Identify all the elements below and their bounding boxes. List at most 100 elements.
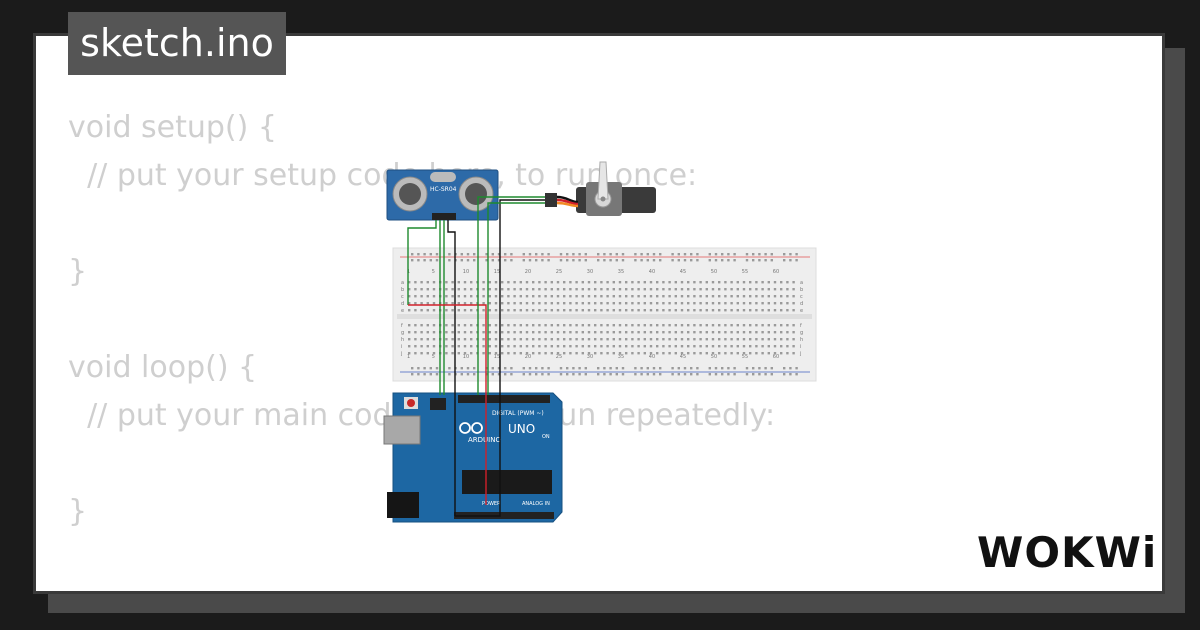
breadboard-hole: [420, 345, 423, 348]
breadboard-hole: [724, 345, 727, 348]
breadboard-hole: [767, 302, 770, 305]
breadboard-hole: [718, 352, 721, 355]
breadboard-hole: [730, 345, 733, 348]
breadboard-hole: [488, 281, 491, 284]
breadboard-hole: [581, 324, 584, 327]
breadboard-hole: [525, 352, 529, 355]
breadboard-hole: [736, 352, 739, 355]
breadboard-hole: [581, 302, 584, 305]
breadboard-hole: [714, 367, 718, 370]
breadboard-hole: [677, 367, 680, 370]
breadboard-hole: [513, 331, 516, 334]
breadboard-hole: [767, 281, 770, 284]
breadboard-hole: [501, 324, 504, 327]
breadboard-hole: [786, 338, 789, 341]
breadboard-hole: [606, 345, 609, 348]
breadboard-hole: [773, 309, 777, 312]
breadboard-hole: [408, 288, 411, 291]
breadboard-hole: [513, 302, 516, 305]
breadboard-hole: [733, 373, 736, 376]
breadboard-hole: [513, 288, 516, 291]
breadboard-hole: [687, 281, 690, 284]
breadboard-hole: [708, 253, 711, 256]
breadboard-row-label: e: [401, 308, 404, 314]
breadboard-hole: [671, 259, 674, 262]
breadboard-hole: [414, 302, 417, 305]
breadboard-hole: [559, 373, 563, 376]
breadboard-column-label: 10: [463, 269, 469, 275]
breadboard-hole: [538, 352, 541, 355]
sensor-label: HC-SR04: [430, 186, 457, 193]
breadboard-hole: [677, 373, 680, 376]
power-analog-header: [454, 512, 554, 519]
breadboard-column-label: 20: [525, 269, 531, 275]
breadboard-hole: [408, 324, 411, 327]
breadboard-hole: [687, 295, 690, 298]
breadboard-hole: [671, 373, 674, 376]
breadboard-hole: [625, 331, 628, 334]
breadboard-hole: [736, 338, 739, 341]
breadboard-hole: [705, 309, 708, 312]
breadboard-hole: [563, 345, 566, 348]
breadboard-hole: [711, 331, 715, 334]
breadboard-hole: [612, 302, 615, 305]
breadboard-hole: [690, 373, 693, 376]
breadboard-hole: [597, 367, 600, 370]
breadboard-row-label: i: [800, 344, 801, 350]
breadboard-hole: [618, 352, 622, 355]
breadboard-hole: [463, 309, 467, 312]
breadboard-hole: [417, 259, 420, 262]
breadboard-hole: [556, 345, 560, 348]
breadboard-hole: [451, 331, 454, 334]
breadboard-hole: [714, 373, 718, 376]
breadboard-column-label: 60: [773, 269, 779, 275]
breadboard-hole: [652, 259, 656, 262]
breadboard-hole: [497, 373, 501, 376]
breadboard-hole: [578, 259, 581, 262]
breadboard-hole: [482, 309, 485, 312]
breadboard-hole: [451, 288, 454, 291]
breadboard-hole: [780, 302, 783, 305]
breadboard-hole: [482, 281, 485, 284]
breadboard-hole: [556, 338, 560, 341]
breadboard-hole: [618, 281, 622, 284]
breadboard-hole: [457, 281, 460, 284]
breadboard-hole: [606, 352, 609, 355]
breadboard-hole: [780, 309, 783, 312]
breadboard-hole: [457, 302, 460, 305]
breadboard-column-label: 55: [742, 269, 748, 275]
analog-header-label: ANALOG IN: [522, 501, 550, 507]
breadboard-hole: [625, 281, 628, 284]
breadboard-hole: [584, 373, 587, 376]
breadboard-hole: [749, 338, 752, 341]
breadboard-hole: [780, 345, 783, 348]
breadboard-hole: [609, 259, 612, 262]
breadboard-hole: [730, 309, 733, 312]
breadboard-hole: [606, 281, 609, 284]
breadboard-hole: [432, 324, 436, 327]
breadboard-hole: [705, 345, 708, 348]
breadboard-hole: [445, 281, 448, 284]
breadboard-hole: [755, 324, 758, 327]
breadboard-hole: [463, 324, 467, 327]
wokwi-logo-text: WOKWi: [977, 528, 1153, 577]
breadboard-hole: [792, 302, 795, 305]
breadboard-row-label: b: [800, 287, 803, 293]
breadboard-hole: [414, 295, 417, 298]
breadboard-hole: [699, 331, 702, 334]
breadboard-hole: [563, 352, 566, 355]
breadboard-hole: [600, 309, 603, 312]
breadboard-hole: [721, 253, 724, 256]
breadboard-hole: [656, 324, 659, 327]
breadboard-hole: [566, 373, 569, 376]
breadboard-hole: [513, 345, 516, 348]
breadboard-column-label: 10: [463, 354, 469, 360]
breadboard-hole: [733, 253, 736, 256]
breadboard-column-label: 30: [587, 354, 593, 360]
breadboard-hole: [656, 288, 659, 291]
breadboard-hole: [711, 352, 715, 355]
breadboard-hole: [581, 295, 584, 298]
breadboard-hole: [470, 288, 473, 291]
breadboard-hole: [755, 288, 758, 291]
